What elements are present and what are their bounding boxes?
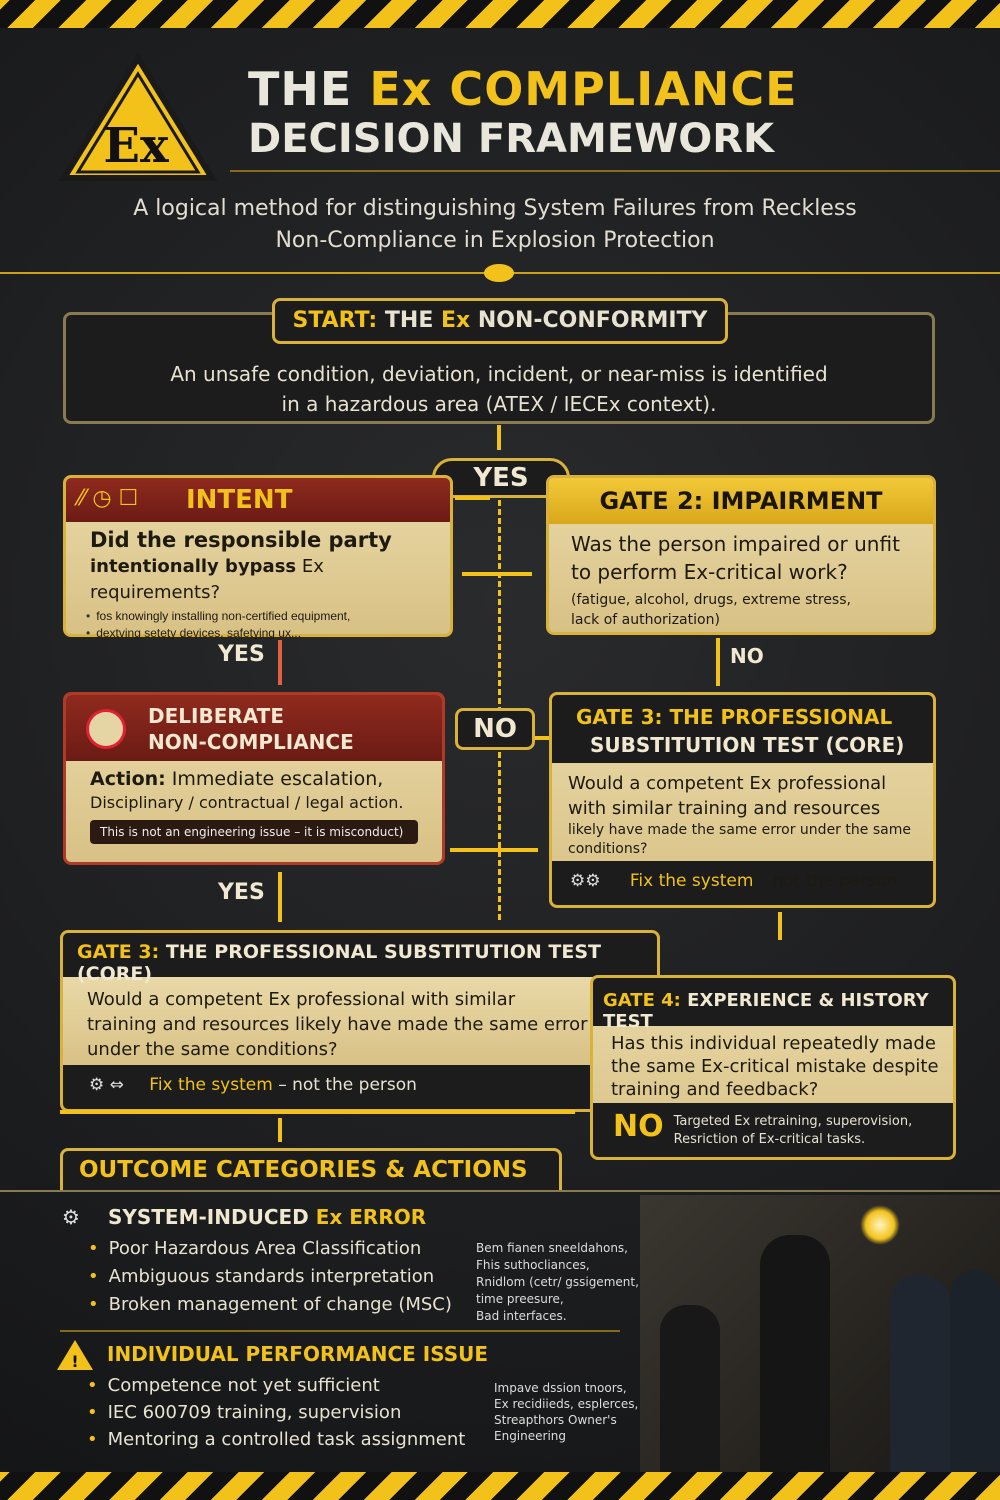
page-title-line1: THE Ex COMPLIANCE bbox=[248, 62, 798, 116]
hazard-stripe-bottom bbox=[0, 1472, 1000, 1500]
individual-section: ! INDIVIDUAL PERFORMANCE ISSUE Competenc… bbox=[55, 1340, 655, 1453]
system-side-notes: Bem fianen sneeldahons,Fhis suthocliance… bbox=[476, 1241, 639, 1323]
arrow-to-gate4 bbox=[60, 1110, 575, 1114]
prohibited-icon bbox=[86, 709, 126, 749]
divider bbox=[60, 1330, 620, 1332]
person-silhouette bbox=[760, 1235, 830, 1472]
page-title-line2: DECISION FRAMEWORK bbox=[248, 116, 774, 162]
divider-ornament bbox=[484, 264, 514, 282]
worker-silhouette bbox=[660, 1305, 720, 1472]
subtitle: A logical method for distinguishing Syst… bbox=[133, 196, 857, 253]
system-icon: ⚙ bbox=[62, 1205, 80, 1229]
yes-label-bottom: YES bbox=[218, 880, 265, 905]
no-label-mid: NO bbox=[455, 708, 535, 750]
yes-label-left: YES bbox=[218, 642, 265, 667]
connector bbox=[455, 496, 490, 500]
gate4-box: GATE 4: EXPERIENCE & HISTORY TEST Has th… bbox=[590, 975, 956, 1160]
arrow-no-down bbox=[716, 638, 720, 686]
arrow-to-gate3 bbox=[450, 848, 538, 852]
connector bbox=[535, 736, 555, 740]
worker-silhouette bbox=[890, 1275, 950, 1472]
system-induced-section: ⚙SYSTEM-INDUCED Ex ERROR Poor Hazardous … bbox=[60, 1205, 660, 1319]
connector bbox=[497, 425, 501, 450]
arrow-yes-down bbox=[278, 872, 282, 922]
no-label-gate4: NO bbox=[613, 1109, 664, 1144]
svg-text:Ex: Ex bbox=[103, 118, 169, 174]
worker-silhouette bbox=[950, 1270, 1000, 1472]
gate3-main-box: GATE 3: THE PROFESSIONAL SUBSTITUTION TE… bbox=[60, 930, 660, 1112]
gate2-box: GATE 2: IMPAIRMENT Was the person impair… bbox=[546, 475, 936, 635]
ex-warning-triangle-logo: Ex bbox=[58, 52, 218, 181]
intent-icons: ⁄⁄ ◷ ☐ bbox=[78, 486, 139, 511]
divider bbox=[230, 170, 1000, 172]
outcomes-title: OUTCOME CATEGORIES & ACTIONS bbox=[60, 1148, 562, 1192]
arrow-down bbox=[778, 912, 782, 940]
arrow-yes-down bbox=[278, 640, 282, 685]
start-box: An unsafe condition, deviation, incident… bbox=[63, 312, 935, 424]
divider bbox=[0, 1190, 1000, 1192]
hazard-stripe-top bbox=[0, 0, 1000, 28]
gear-icon: ⚙ ⇔ bbox=[89, 1075, 124, 1095]
engineers-photo bbox=[640, 1195, 1000, 1472]
no-label-right: NO bbox=[730, 644, 764, 668]
svg-text:!: ! bbox=[71, 1352, 78, 1371]
intent-bullet: fos knowingly installing non-certified e… bbox=[86, 608, 450, 625]
arrow-down bbox=[278, 1118, 282, 1142]
lightbulb-icon bbox=[860, 1205, 900, 1245]
start-label: START: THE Ex NON-CONFORMITY bbox=[272, 298, 728, 344]
gear-icon: ⚙⚙ bbox=[570, 871, 601, 891]
intent-bullet: dextving setety devices, safetying ux... bbox=[86, 625, 450, 642]
arrow-to-gate2 bbox=[462, 572, 532, 576]
warning-icon: ! bbox=[57, 1340, 93, 1371]
individual-side-notes: Impave dssion tnoors,Ex recidiieds, espl… bbox=[494, 1381, 639, 1443]
